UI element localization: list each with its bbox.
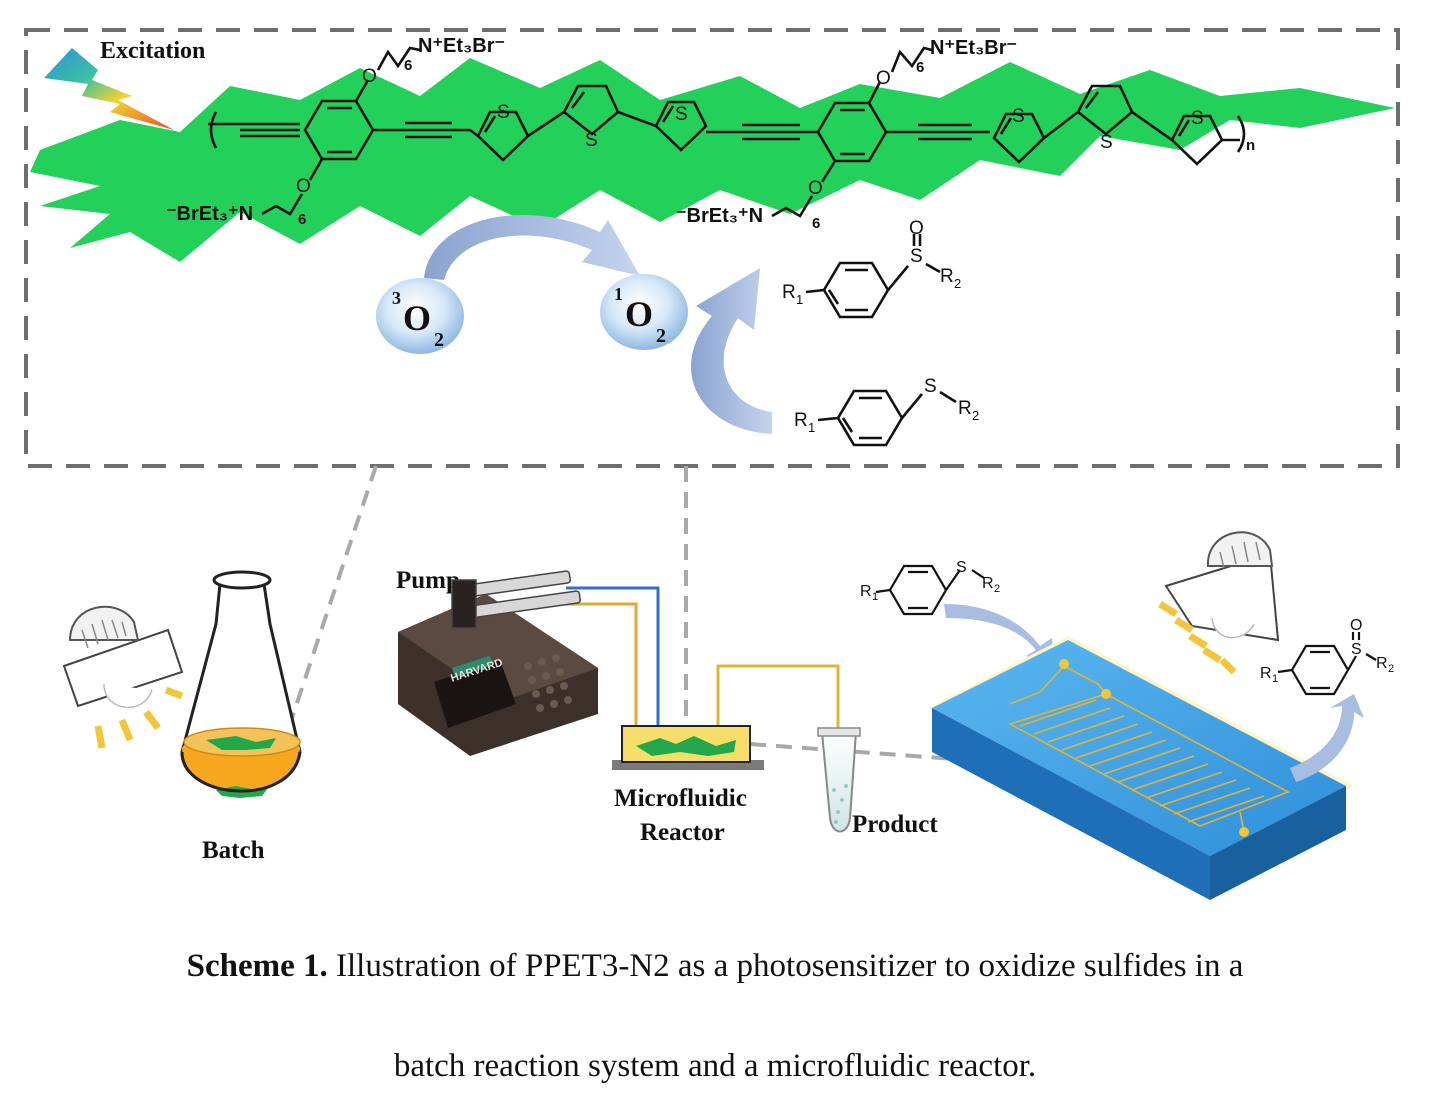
excitation-label: Excitation [100, 38, 205, 64]
triplet-o2-sub: 2 [434, 329, 444, 351]
lightning-bolt-icon [44, 48, 174, 130]
atom-s-f: S [1191, 108, 1204, 129]
batch-label: Batch [202, 837, 265, 864]
output-r2: R [1376, 655, 1388, 672]
chip-right-side [1210, 786, 1346, 900]
chip-outlet-dot [1239, 827, 1249, 837]
dashed-frame [24, 28, 1400, 468]
caption-label: Scheme 1. [186, 948, 328, 984]
sulfide-r1-sub: 1 [808, 420, 815, 435]
top-panel: Excitation [24, 28, 1400, 468]
triplet-oxygen-bubble: 3 O 2 [376, 278, 464, 354]
sulfoxide-r1: R [782, 282, 796, 303]
lamp-icon-right [1158, 531, 1280, 675]
ammonium-label-bottom-1: ⁻BrEt₃⁺N [166, 203, 253, 225]
reactor-label: Reactor [640, 819, 725, 846]
output-sulfoxide: O S R 1 R 2 [1260, 617, 1394, 696]
output-o: O [1350, 617, 1362, 634]
input-sulfide: S R 1 R 2 [860, 559, 1000, 616]
sulfoxide-o: O [909, 218, 924, 239]
sulfide-r1: R [794, 410, 808, 431]
input-r1: R [860, 583, 872, 600]
zoom-connector-lines [284, 465, 1051, 768]
atom-s-e: S [1100, 132, 1113, 153]
atom-o-bottom-1: O [296, 176, 311, 197]
sulfoxide-structure: O S R 1 R 2 [782, 218, 961, 319]
output-arrow [1290, 694, 1364, 782]
sulfoxide-r2-sub: 2 [954, 276, 961, 291]
triplet-o2-o: O [403, 298, 431, 338]
erlenmeyer-flask [180, 570, 302, 798]
caption-text-1: Illustration of PPET3-N2 as a photosensi… [327, 948, 1244, 984]
output-s: S [1351, 641, 1362, 658]
atom-s-c: S [675, 104, 688, 125]
microfluidic-reactor [612, 725, 764, 770]
flow-setup: Pump HARVARD [396, 567, 938, 846]
ammonium-label-top-2: N⁺Et₃Br⁻ [930, 37, 1017, 59]
sulfoxide-r2: R [940, 266, 954, 287]
atom-s-d: S [1012, 106, 1025, 127]
atom-o-bottom-2: O [808, 178, 823, 199]
product-label: Product [852, 811, 938, 838]
singlet-o2-sup: 1 [614, 284, 623, 304]
oxidation-arrow [691, 268, 772, 434]
singlet-oxygen-bubble: 1 O 2 [600, 274, 688, 350]
triplet-o2-sup: 3 [392, 288, 401, 308]
atom-o-top-2: O [876, 68, 891, 89]
chain-index-bottom-1: 6 [298, 211, 306, 228]
ammonium-label-top-1: N⁺Et₃Br⁻ [418, 35, 505, 57]
energy-transfer-arrow [424, 215, 640, 280]
input-r2: R [982, 575, 994, 592]
singlet-o2-sub: 2 [656, 325, 666, 347]
pump-label: Pump [396, 567, 460, 594]
serpentine-channel [1007, 665, 1290, 833]
microfluidic-label: Microfluidic [614, 785, 747, 812]
input-s: S [956, 559, 967, 576]
batch-setup: Batch [62, 570, 302, 864]
tubing [566, 586, 840, 736]
chip-inlet-dot-2 [1101, 689, 1111, 699]
chip-front-side [932, 708, 1210, 900]
chain-index-top-1: 6 [404, 57, 412, 74]
lamp-icon [62, 605, 184, 749]
input-r2-sub: 2 [994, 583, 1000, 595]
sulfoxide-r1-sub: 1 [796, 292, 803, 307]
sulfide-s: S [924, 376, 937, 397]
output-r2-sub: 2 [1388, 663, 1394, 675]
singlet-o2-o: O [625, 294, 653, 334]
polymer-structure [208, 46, 1246, 218]
product-tube [817, 727, 861, 833]
polymer-repeat-n: n [1246, 137, 1255, 154]
atom-s-b: S [585, 130, 598, 151]
ammonium-label-bottom-2: ⁻BrEt₃⁺N [676, 205, 763, 227]
chain-index-top-2: 6 [916, 59, 924, 76]
atom-s-a: S [497, 102, 510, 123]
chip-inlet-dot [1059, 659, 1069, 669]
caption-line-1: Scheme 1. Illustration of PPET3-N2 as a … [0, 948, 1430, 985]
sulfide-structure: S R 1 R 2 [794, 376, 979, 447]
sulfide-r2: R [958, 398, 972, 419]
caption-line-2: batch reaction system and a microfluidic… [393, 1048, 1037, 1084]
green-burst-band [30, 58, 1395, 262]
atom-o-top-1: O [362, 66, 377, 87]
microfluidic-chip-detail: S R 1 R 2 [860, 531, 1394, 900]
output-r1: R [1260, 665, 1272, 682]
sulfoxide-s: S [910, 246, 923, 267]
chain-index-bottom-2: 6 [812, 215, 820, 232]
sulfide-r2-sub: 2 [972, 408, 979, 423]
syringe-pump: HARVARD [398, 570, 598, 756]
output-r1-sub: 1 [1272, 673, 1278, 685]
input-r1-sub: 1 [872, 591, 878, 603]
